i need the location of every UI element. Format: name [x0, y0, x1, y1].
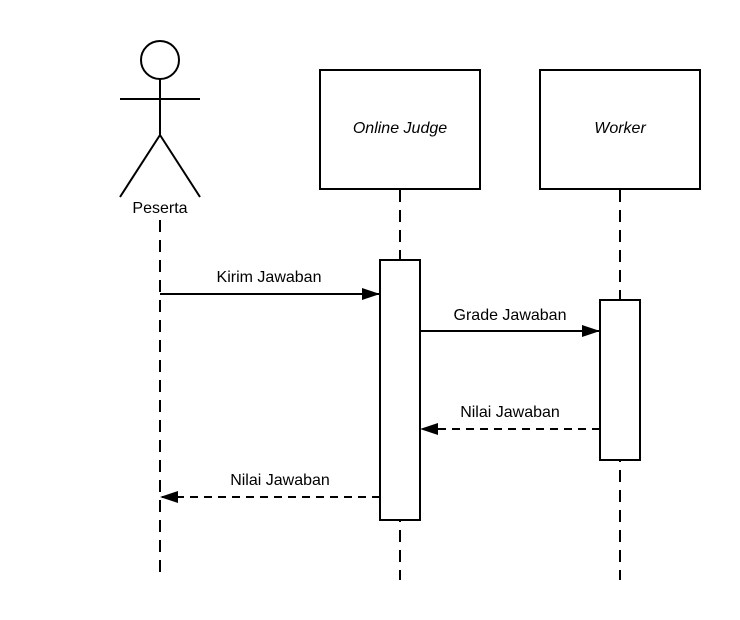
- message-label: Nilai Jawaban: [460, 404, 560, 421]
- online-judge-box: [319, 69, 481, 190]
- actor-right-leg: [159, 134, 201, 198]
- message-label: Kirim Jawaban: [217, 269, 322, 286]
- message-nilai-jawaban-return-1: Nilai Jawaban: [420, 404, 600, 435]
- actor-head: [140, 40, 180, 80]
- message-label: Nilai Jawaban: [230, 472, 330, 489]
- actor-label-bg: [126, 198, 194, 216]
- worker-box: [539, 69, 701, 190]
- worker-label: Worker: [594, 120, 646, 137]
- actor-left-leg: [119, 134, 161, 198]
- actor-label: Peserta: [132, 200, 187, 217]
- online-judge-activation: [379, 259, 421, 521]
- actor-peserta: Peserta: [119, 40, 201, 217]
- message-label: Grade Jawaban: [454, 307, 567, 324]
- online-judge-label: Online Judge: [353, 120, 447, 137]
- message-grade-jawaban: Grade Jawaban: [420, 307, 600, 337]
- participant-worker: Worker: [539, 69, 701, 190]
- message-nilai-jawaban-return-2: Nilai Jawaban: [160, 472, 380, 503]
- worker-activation: [599, 299, 641, 461]
- participant-online-judge: Online Judge: [319, 69, 481, 190]
- message-kirim-jawaban: Kirim Jawaban: [160, 269, 380, 300]
